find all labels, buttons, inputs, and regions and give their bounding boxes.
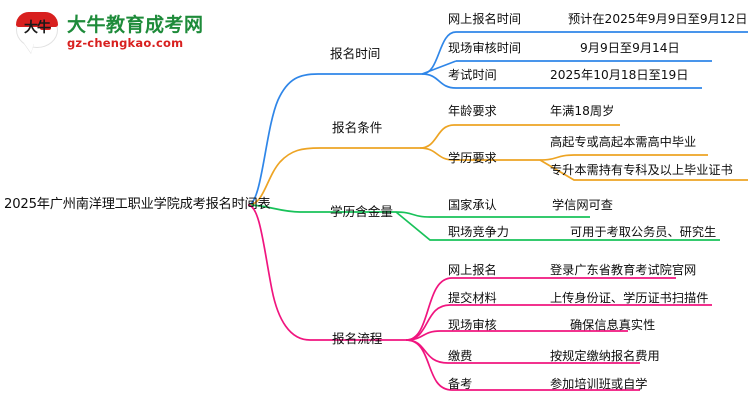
node-career-competitiveness-value[interactable]: 可用于考取公务员、研究生	[570, 225, 717, 239]
node-payment-label[interactable]: 缴费	[448, 349, 473, 363]
node-submit-materials-label[interactable]: 提交材料	[448, 291, 497, 305]
site-logo: 大牛 大牛教育成考网 gz-chengkao.com	[14, 6, 234, 58]
node-onsite-review-time-value[interactable]: 9月9日至9月14日	[580, 41, 680, 55]
logo-title: 大牛教育成考网	[67, 14, 204, 36]
node-onsite-review-label[interactable]: 现场审核	[448, 318, 497, 332]
branch-label-registration-process[interactable]: 报名流程	[332, 331, 383, 346]
node-online-registration-time-label[interactable]: 网上报名时间	[448, 12, 522, 26]
logo-subtitle: gz-chengkao.com	[67, 36, 184, 50]
node-exam-prep-value[interactable]: 参加培训班或自学	[550, 377, 648, 391]
node-online-registration-time-value[interactable]: 预计在2025年9月9日至9月12日	[568, 12, 748, 26]
logo-tail-shape	[24, 43, 34, 53]
branch-label-registration-time[interactable]: 报名时间	[330, 46, 381, 61]
branch-wire-registration-time	[247, 31, 748, 206]
branch-label-degree-value[interactable]: 学历含金量	[330, 204, 393, 219]
node-education-requirement-value-1[interactable]: 高起专或高起本需高中毕业	[550, 135, 697, 149]
node-online-registration-label[interactable]: 网上报名	[448, 263, 497, 277]
logo-mark-text: 大牛	[24, 20, 51, 36]
node-education-requirement-value-2[interactable]: 专升本需持有专科及以上毕业证书	[550, 163, 733, 177]
mindmap-root-node[interactable]: 2025年广州南洋理工职业学院成考报名时间表	[4, 197, 271, 212]
node-state-recognized-label[interactable]: 国家承认	[448, 198, 497, 212]
node-exam-prep-label[interactable]: 备考	[448, 377, 473, 391]
node-onsite-review-value[interactable]: 确保信息真实性	[570, 318, 656, 332]
node-payment-value[interactable]: 按规定缴纳报名费用	[550, 349, 660, 363]
node-state-recognized-value[interactable]: 学信网可查	[552, 198, 613, 212]
node-exam-time-label[interactable]: 考试时间	[448, 68, 497, 82]
node-age-requirement-label[interactable]: 年龄要求	[448, 104, 497, 118]
node-online-registration-value[interactable]: 登录广东省教育考试院官网	[550, 263, 697, 277]
logo-mark-icon: 大牛	[14, 10, 60, 54]
node-career-competitiveness-label[interactable]: 职场竞争力	[448, 225, 509, 239]
logo-seal-shape	[40, 19, 51, 30]
node-exam-time-value[interactable]: 2025年10月18日至19日	[550, 68, 689, 82]
logo-wordmark: 大牛教育成考网 gz-chengkao.com	[67, 14, 204, 50]
node-age-requirement-value[interactable]: 年满18周岁	[550, 104, 615, 118]
branch-label-registration-conditions[interactable]: 报名条件	[332, 120, 383, 135]
node-onsite-review-time-label[interactable]: 现场审核时间	[448, 41, 522, 55]
node-submit-materials-value[interactable]: 上传身份证、学历证书扫描件	[550, 291, 709, 305]
node-education-requirement-label[interactable]: 学历要求	[448, 151, 497, 165]
